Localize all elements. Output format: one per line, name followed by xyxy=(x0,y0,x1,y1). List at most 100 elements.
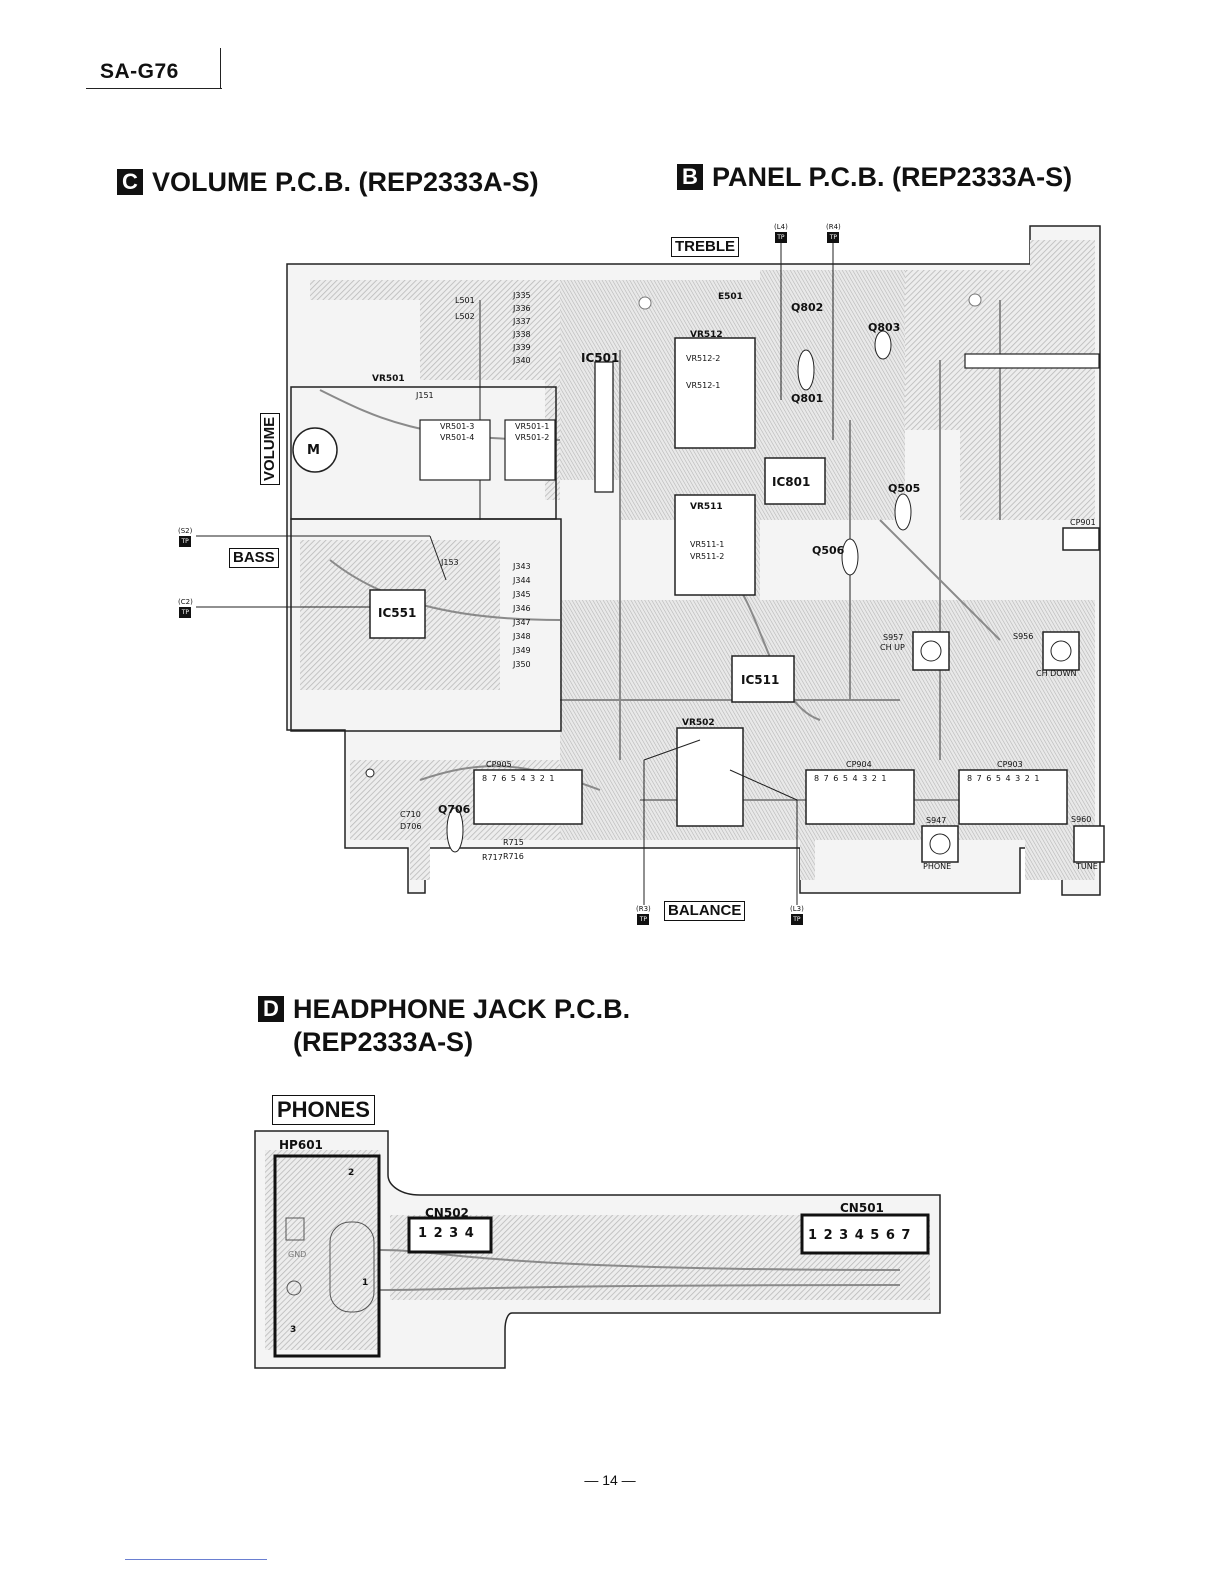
footer-rule xyxy=(125,1559,267,1560)
cp904-connector xyxy=(805,769,915,825)
vr502-package xyxy=(676,727,744,827)
tp-marker: TP xyxy=(179,607,192,618)
motor-label: M xyxy=(307,443,320,458)
d706-label: D706 xyxy=(400,822,422,831)
section-letter-b: B xyxy=(677,164,703,190)
vr511-2-label: VR511-2 xyxy=(690,552,725,561)
s956-label: S956 xyxy=(1013,632,1034,641)
headphone-copper xyxy=(265,1150,930,1350)
header-rule xyxy=(86,88,222,89)
vr502-label: VR502 xyxy=(682,718,715,728)
vr512-1-label: VR512-1 xyxy=(686,381,721,390)
test-point-r3: (R3)TP xyxy=(636,905,651,925)
test-point-s2: (S2)TP xyxy=(178,527,192,547)
tp-marker: TP xyxy=(790,914,803,925)
section-letter-c: C xyxy=(117,169,143,195)
test-point-r4-label: (R4) xyxy=(826,223,841,231)
vr501-1-label: VR501-1 xyxy=(515,422,550,431)
q803-transistor xyxy=(874,330,892,360)
vr512-package xyxy=(674,337,756,449)
volume-pcb-title-text: VOLUME P.C.B. (REP2333A-S) xyxy=(152,167,539,197)
ic801-label: IC801 xyxy=(772,475,811,489)
cn501-pins: 1 2 3 4 5 6 7 xyxy=(808,1228,912,1243)
r716-label: R716 xyxy=(503,852,524,861)
q802-label: Q802 xyxy=(791,301,824,314)
header-rule-vertical xyxy=(220,48,221,89)
test-point-r3-label: (R3) xyxy=(636,905,651,913)
cp901-connector xyxy=(1062,527,1100,551)
ch-up-label: CH UP xyxy=(880,643,905,652)
vr501-left xyxy=(419,419,491,481)
vr501-right xyxy=(504,419,556,481)
tp-marker: TP xyxy=(637,914,650,925)
hp601-pin3: 3 xyxy=(290,1325,297,1335)
ic551-package xyxy=(369,589,426,639)
ch-down-label: CH DOWN xyxy=(1036,669,1077,678)
vr501-label: VR501 xyxy=(372,374,405,384)
vr511-1-label: VR511-1 xyxy=(690,540,725,549)
cn501-label: CN501 xyxy=(840,1201,884,1215)
test-point-r4: (R4)TP xyxy=(826,223,841,243)
r715-label: R715 xyxy=(503,838,524,847)
s957-switch xyxy=(912,631,950,671)
s960-switch xyxy=(1073,825,1105,863)
jumper-j335: J335 xyxy=(513,291,531,300)
ic801-package xyxy=(764,457,826,505)
model-number: SA-G76 xyxy=(100,60,179,83)
cp903-connector xyxy=(958,769,1068,825)
test-point-l3: (L3)TP xyxy=(790,905,804,925)
vr501-3-label: VR501-3 xyxy=(440,422,475,431)
e501-label: E501 xyxy=(718,292,743,302)
jumper-j346: J346 xyxy=(513,604,531,613)
vr511-label: VR511 xyxy=(690,502,723,512)
test-point-c2: (C2)TP xyxy=(178,598,193,618)
test-point-l4-label: (L4) xyxy=(774,223,788,231)
vr512-2-label: VR512-2 xyxy=(686,354,721,363)
q801-label: Q801 xyxy=(791,392,824,405)
cp901-label: CP901 xyxy=(1070,518,1096,527)
cp904-pins: 8 7 6 5 4 3 2 1 xyxy=(814,774,888,783)
jumper-j344: J344 xyxy=(513,576,531,585)
jumper-j347: J347 xyxy=(513,618,531,627)
tp-marker: TP xyxy=(179,536,192,547)
q706-transistor xyxy=(446,807,464,853)
motor-symbol xyxy=(292,427,338,473)
ic511-package xyxy=(731,655,795,703)
test-point-l3-label: (L3) xyxy=(790,905,804,913)
cp904-label: CP904 xyxy=(846,760,872,769)
vr501-2-label: VR501-2 xyxy=(515,433,550,442)
balance-label: BALANCE xyxy=(664,901,746,921)
vr511-package xyxy=(674,494,756,596)
q506-transistor xyxy=(841,538,859,576)
copper-area-bottom xyxy=(560,600,1095,880)
jumper-j349: J349 xyxy=(513,646,531,655)
cp903-pins: 8 7 6 5 4 3 2 1 xyxy=(967,774,1041,783)
l501-label: L501 xyxy=(455,296,475,305)
gnd-label: GND xyxy=(288,1250,307,1259)
cn502-connector xyxy=(407,1216,493,1254)
hp601-label: HP601 xyxy=(279,1138,323,1152)
phones-label: PHONES xyxy=(272,1095,375,1125)
s956-switch xyxy=(1042,631,1080,671)
jumper-j343: J343 xyxy=(513,562,531,571)
vr501-4-label: VR501-4 xyxy=(440,433,475,442)
tp-marker: TP xyxy=(774,232,787,243)
jumper-j336: J336 xyxy=(513,304,531,313)
jumper-list-mid: J343 J344 J345 J346 J347 J348 J349 J350 xyxy=(513,560,531,672)
bass-label: BASS xyxy=(229,548,279,568)
j153-label: J153 xyxy=(441,558,459,567)
vr512-label: VR512 xyxy=(690,330,723,340)
tuner-label: TUNE xyxy=(1076,862,1098,871)
headphone-pcb-title-line1: HEADPHONE JACK P.C.B. xyxy=(293,994,631,1024)
j151-label: J151 xyxy=(416,391,434,400)
cp905-connector xyxy=(473,769,583,825)
q505-transistor xyxy=(894,493,912,531)
jumper-j337: J337 xyxy=(513,317,531,326)
jumper-j339: J339 xyxy=(513,343,531,352)
c710-label: C710 xyxy=(400,810,421,819)
jumper-j348: J348 xyxy=(513,632,531,641)
cn502-pins: 1 2 3 4 xyxy=(418,1226,475,1241)
ic501-package xyxy=(594,361,614,493)
